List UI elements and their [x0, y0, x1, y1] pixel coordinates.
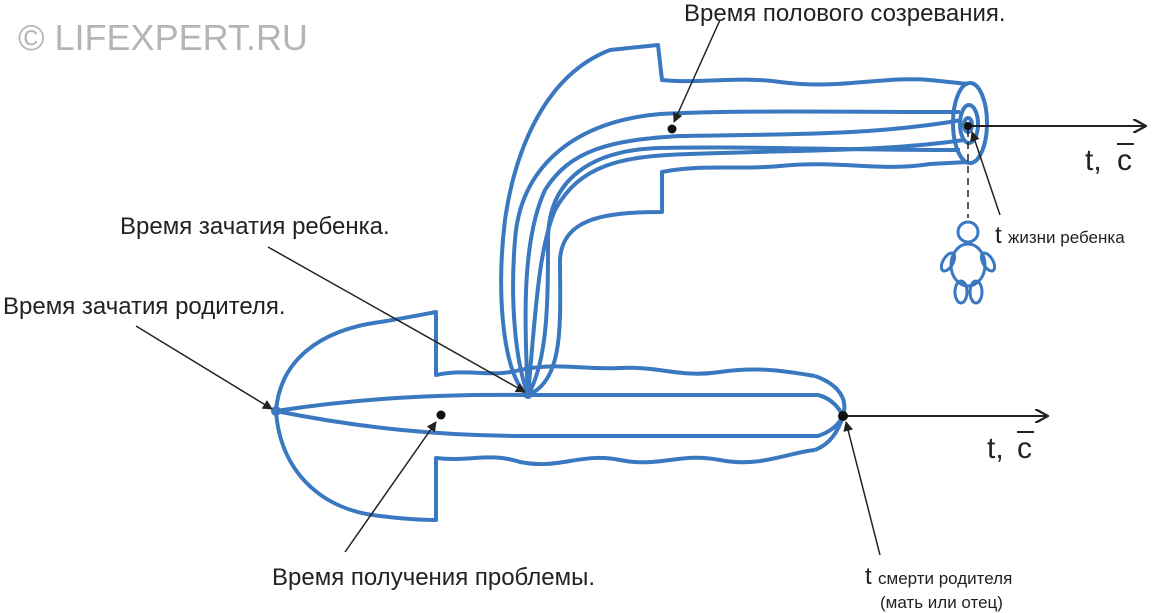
label-child-life-sub: жизни ребенка — [1008, 228, 1125, 247]
label-child-life-t: t — [995, 222, 1002, 249]
point-puberty — [667, 124, 677, 134]
child-figure-right-leg — [968, 279, 984, 305]
pointer-problem — [344, 421, 437, 553]
child-tube-outer-left — [499, 43, 969, 397]
key-points — [271, 122, 972, 421]
point-child-life — [964, 122, 972, 130]
child-figure-left-leg — [953, 279, 969, 305]
point-parent-death — [838, 411, 848, 421]
label-parent-death-t: t — [865, 563, 872, 590]
parent-life-tube — [274, 310, 847, 522]
upper-axis-label-c: c — [1117, 144, 1132, 177]
child-tube-end-middle — [958, 103, 980, 145]
child-tube-inner-left — [523, 118, 963, 396]
pointer-parent-death — [843, 421, 881, 556]
label-child-conception: Время зачатия ребенка. — [120, 213, 390, 240]
pointer-parent-conception — [135, 325, 273, 410]
label-parent-conception: Время зачатия родителя. — [3, 293, 286, 320]
child-life-tube — [499, 43, 989, 397]
lower-axis-label-t: t, — [987, 432, 1004, 465]
lower-axis-label-c: c — [1017, 432, 1032, 465]
child-tube-end-outer — [951, 81, 989, 165]
upper-time-axis: t, c — [968, 126, 1146, 177]
child-tube-middle-left — [511, 109, 961, 396]
parent-tube-outer-bottom — [274, 410, 816, 522]
child-figure-body — [949, 242, 987, 288]
parent-tube-inner-bottom — [275, 409, 845, 438]
point-problem — [436, 410, 446, 420]
point-parent-conception — [271, 406, 281, 416]
child-tube-middle-right — [526, 145, 961, 396]
label-parent-death-note: (мать или отец) — [880, 593, 1003, 612]
label-puberty: Время полового созревания. — [684, 0, 1006, 27]
child-tube-outer-right — [527, 160, 969, 397]
label-parent-death-sub: смерти родителя — [878, 569, 1012, 588]
pointer-child-life — [970, 131, 1001, 216]
child-figure-left-arm — [939, 251, 957, 273]
child-figure-head — [956, 220, 980, 244]
pointer-child-conception — [267, 246, 526, 393]
watermark: © LIFEXPERT.RU — [18, 17, 308, 58]
point-child-conception — [523, 389, 533, 399]
child-tube-inner-right — [526, 138, 965, 396]
pointer-lines — [135, 19, 1001, 556]
child-figure-right-arm — [979, 251, 997, 273]
label-problem-time: Время получения проблемы. — [272, 564, 595, 591]
parent-tube-inner-top — [275, 392, 845, 417]
upper-axis-label-t: t, — [1085, 144, 1102, 177]
lower-time-axis: t, c — [843, 416, 1048, 465]
pointer-puberty — [673, 19, 721, 123]
child-figure-icon — [939, 220, 997, 305]
